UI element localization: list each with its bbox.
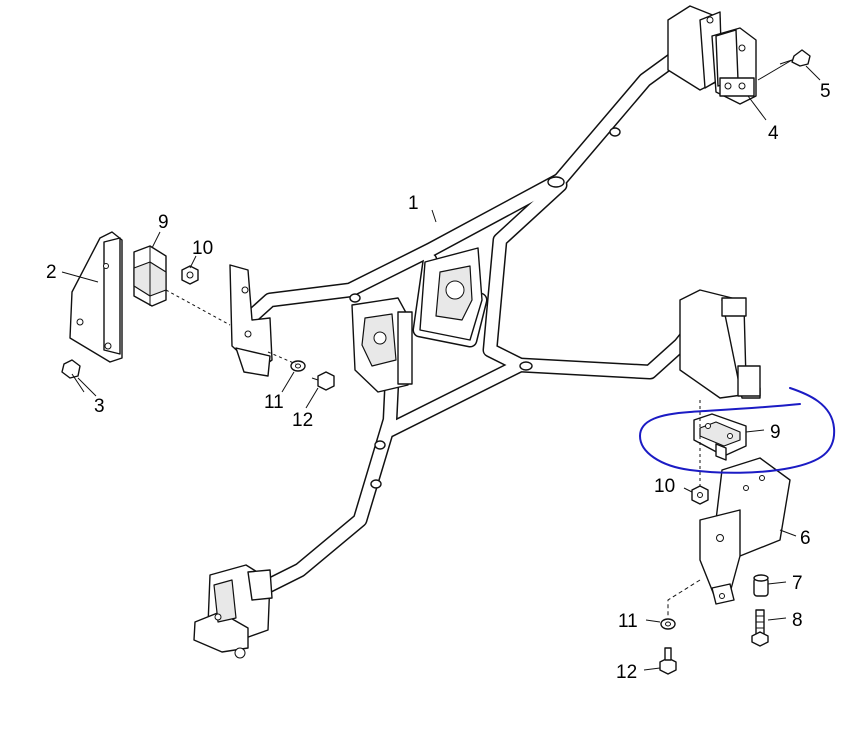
leader-part-12-right — [643, 667, 661, 671]
highlight-circle — [638, 387, 836, 474]
bottom-left-frame-mount — [193, 564, 273, 659]
callout-9-right: 9 — [770, 422, 781, 443]
left-nut-part-10 — [181, 265, 199, 285]
dashed-leader-right — [667, 579, 701, 616]
leader-part-7 — [767, 581, 787, 585]
main-frame — [242, 32, 708, 598]
left-washer-part-11 — [290, 360, 306, 372]
callout-10-left: 10 — [192, 238, 213, 259]
callout-5: 5 — [820, 81, 831, 102]
top-right-bracket-part-4 — [711, 27, 757, 105]
right-bracket-part-6 — [699, 457, 791, 605]
callout-12-left: 12 — [292, 410, 313, 431]
leader-part-9-right — [745, 429, 765, 433]
leader-part-10-right — [683, 487, 693, 493]
leader-part-8 — [767, 617, 787, 621]
left-group-leaders — [61, 231, 319, 409]
left-bolt-part-12 — [311, 371, 335, 391]
right-nut-part-10 — [691, 485, 709, 505]
right-washer-part-11 — [660, 618, 676, 630]
callout-12-right: 12 — [616, 662, 637, 683]
callout-9-left: 9 — [158, 212, 169, 233]
callout-8: 8 — [792, 610, 803, 631]
left-mount-pad-part-9 — [133, 245, 167, 307]
left-frame-mount — [229, 264, 273, 377]
callout-11-right: 11 — [618, 611, 638, 632]
right-bolt-part-12 — [659, 647, 677, 675]
spacer-part-7 — [753, 574, 769, 597]
right-frame-mount — [679, 289, 761, 399]
leader-part-4 — [747, 95, 767, 121]
leader-part-1 — [431, 209, 437, 223]
callout-4: 4 — [768, 123, 779, 144]
callout-3: 3 — [94, 396, 105, 417]
leader-part-5 — [805, 65, 821, 81]
callout-1: 1 — [408, 193, 419, 214]
left-bracket-part-2 — [69, 231, 123, 363]
bolt-part-8 — [751, 609, 769, 647]
bolt-part-3 — [61, 359, 85, 393]
callout-2: 2 — [46, 262, 57, 283]
right-mount-pad-part-9 — [693, 413, 747, 461]
bolt-part-5 — [779, 49, 811, 67]
leader-part-11-right — [645, 619, 661, 623]
callout-10-right: 10 — [654, 476, 675, 497]
leader-part-6 — [779, 529, 797, 537]
callout-6: 6 — [800, 528, 811, 549]
callout-11-left: 11 — [264, 392, 284, 413]
callout-7: 7 — [792, 573, 803, 594]
leader-part-4-to-5 — [757, 59, 793, 81]
